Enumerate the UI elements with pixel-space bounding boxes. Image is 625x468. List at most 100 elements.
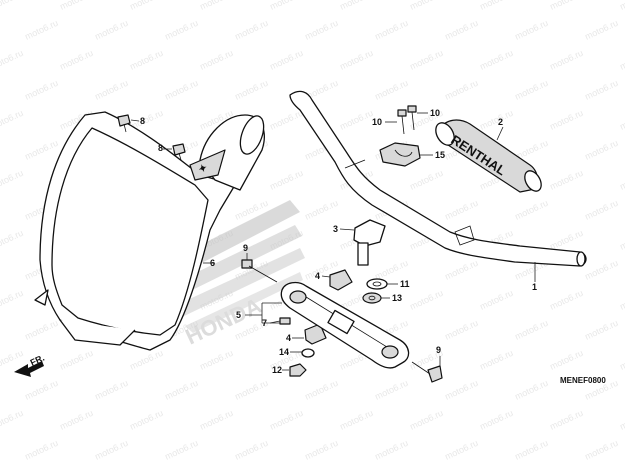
site-watermark-text: moto6.ru — [618, 108, 625, 132]
site-watermark-text: moto6.ru — [583, 138, 619, 162]
site-watermark-text: moto6.ru — [408, 288, 444, 312]
site-watermark-text: moto6.ru — [23, 78, 59, 102]
site-watermark-text: moto6.ru — [443, 318, 479, 342]
site-watermark-text: moto6.ru — [443, 258, 479, 282]
site-watermark-text: moto6.ru — [58, 348, 94, 372]
site-watermark-text: moto6.ru — [23, 18, 59, 42]
site-watermark-text: moto6.ru — [513, 198, 549, 222]
plate-logo-mark: ✦ — [197, 163, 209, 176]
site-watermark-text: moto6.ru — [338, 408, 374, 432]
site-watermark-text: moto6.ru — [513, 18, 549, 42]
site-watermark-text: moto6.ru — [478, 288, 514, 312]
site-watermark-text: moto6.ru — [548, 228, 584, 252]
site-watermark-text: moto6.ru — [163, 378, 199, 402]
site-watermark-text: moto6.ru — [93, 18, 129, 42]
callout-9-upper: 9 — [243, 243, 248, 253]
top-bridge — [280, 281, 410, 369]
site-watermark-text: moto6.ru — [373, 78, 409, 102]
site-watermark-text: moto6.ru — [128, 48, 164, 72]
site-watermark-text: moto6.ru — [268, 0, 304, 12]
upper-holder — [379, 142, 433, 167]
site-watermark-text: moto6.ru — [373, 378, 409, 402]
callout-4-upper: 4 — [315, 271, 320, 281]
site-watermark-text: moto6.ru — [373, 18, 409, 42]
front-direction-arrow: FR. — [14, 353, 46, 377]
site-watermark-text: moto6.ru — [128, 0, 164, 12]
site-watermark-text: moto6.ru — [0, 168, 25, 192]
honda-wing-watermark: HONDA — [150, 200, 305, 350]
site-watermark-text: moto6.ru — [408, 168, 444, 192]
site-watermark-text: moto6.ru — [233, 378, 269, 402]
callout-6: 6 — [210, 258, 215, 268]
site-watermark-text: moto6.ru — [163, 438, 199, 462]
site-watermark-text: moto6.ru — [618, 408, 625, 432]
site-watermark-text: moto6.ru — [548, 108, 584, 132]
site-watermark-text: moto6.ru — [373, 438, 409, 462]
site-watermark-text: moto6.ru — [93, 78, 129, 102]
site-watermark-text: moto6.ru — [128, 408, 164, 432]
washer-13 — [362, 292, 390, 304]
site-watermark-text: moto6.ru — [618, 168, 625, 192]
nut-12 — [282, 363, 307, 377]
callout-12: 12 — [272, 365, 282, 375]
site-watermark-text: moto6.ru — [443, 78, 479, 102]
site-watermark-text: moto6.ru — [0, 0, 25, 12]
site-watermark-text: moto6.ru — [583, 18, 619, 42]
site-watermark-text: moto6.ru — [198, 408, 234, 432]
site-watermark-text: moto6.ru — [163, 78, 199, 102]
callout-4-lower: 4 — [286, 333, 291, 343]
site-watermark-text: moto6.ru — [408, 408, 444, 432]
diagram-code: MENEF0800 — [560, 376, 606, 385]
site-watermark-text: moto6.ru — [58, 408, 94, 432]
callout-1: 1 — [532, 282, 537, 292]
leader-bracket-5 — [245, 302, 282, 324]
bolt-10-left — [385, 109, 407, 135]
site-watermark-text: moto6.ru — [443, 198, 479, 222]
callout-5: 5 — [236, 310, 241, 320]
site-watermark-text: moto6.ru — [443, 438, 479, 462]
site-watermark-text: moto6.ru — [583, 318, 619, 342]
site-watermark-text: moto6.ru — [478, 0, 514, 12]
callout-11: 11 — [400, 279, 410, 289]
site-watermark-text: moto6.ru — [548, 0, 584, 12]
site-watermark-text: moto6.ru — [0, 228, 25, 252]
site-watermark-text: moto6.ru — [198, 0, 234, 12]
site-watermark-text: moto6.ru — [0, 288, 25, 312]
site-watermark-text: moto6.ru — [23, 138, 59, 162]
site-watermark-text: moto6.ru — [23, 438, 59, 462]
callout-3: 3 — [333, 224, 338, 234]
site-watermark-text: moto6.ru — [338, 0, 374, 12]
site-watermark-text: moto6.ru — [618, 228, 625, 252]
site-watermark-text: moto6.ru — [478, 108, 514, 132]
site-watermark-text: moto6.ru — [618, 348, 625, 372]
site-watermark-text: moto6.ru — [93, 438, 129, 462]
site-watermark-text: moto6.ru — [268, 168, 304, 192]
site-watermark-text: moto6.ru — [548, 288, 584, 312]
callout-15: 15 — [435, 150, 445, 160]
callout-14: 14 — [279, 347, 289, 357]
site-watermark-text: moto6.ru — [513, 378, 549, 402]
site-watermark-text: moto6.ru — [198, 48, 234, 72]
site-watermark-text: moto6.ru — [0, 48, 25, 72]
bolt-10-right — [407, 105, 428, 131]
site-watermark-text: moto6.ru — [548, 408, 584, 432]
site-watermark-text: moto6.ru — [548, 348, 584, 372]
site-watermark-text: moto6.ru — [268, 108, 304, 132]
site-watermark-text: moto6.ru — [478, 348, 514, 372]
site-watermark-text: moto6.ru — [618, 288, 625, 312]
site-watermark-text: moto6.ru — [443, 378, 479, 402]
number-plate: ✦ — [34, 111, 265, 351]
site-watermark-text: moto6.ru — [408, 0, 444, 12]
site-watermark-text: moto6.ru — [548, 48, 584, 72]
bolt-8-lower — [163, 143, 186, 161]
site-watermark-text: moto6.ru — [233, 18, 269, 42]
site-watermark-text: moto6.ru — [303, 438, 339, 462]
site-watermark-text: moto6.ru — [583, 258, 619, 282]
handlebar — [289, 90, 587, 282]
site-watermark-text: moto6.ru — [303, 198, 339, 222]
site-watermark-text: moto6.ru — [58, 0, 94, 12]
site-watermark-text: moto6.ru — [268, 48, 304, 72]
site-watermark-text: moto6.ru — [618, 48, 625, 72]
